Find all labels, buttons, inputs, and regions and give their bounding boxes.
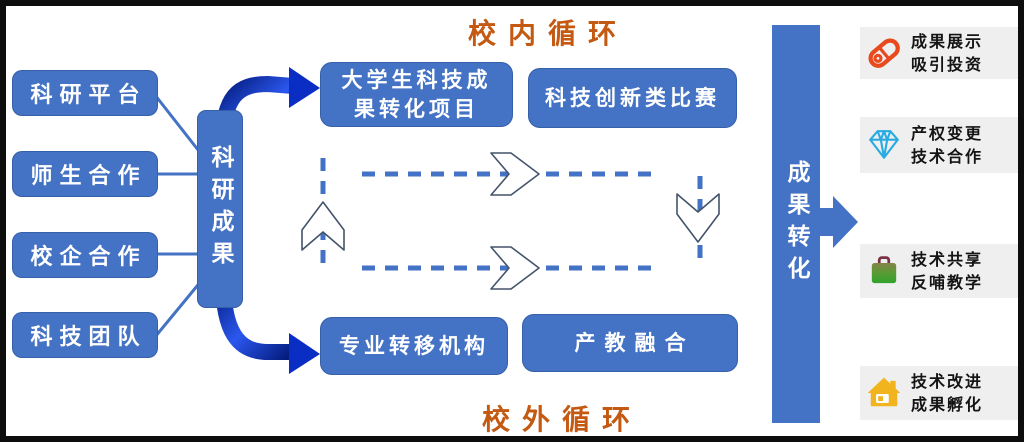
source-box-tech-team[interactable]: 科技团队 bbox=[12, 312, 158, 358]
outcome-label: 技术改进成果孵化 bbox=[911, 371, 984, 414]
source-box-teacher-student-cooperation[interactable]: 师生合作 bbox=[12, 151, 158, 197]
output-bar-label: 成果转化 bbox=[783, 160, 809, 288]
diamond-icon bbox=[866, 127, 902, 163]
output-bar-arrow bbox=[816, 196, 858, 248]
loop-chevron-down-right bbox=[676, 193, 720, 243]
house-icon bbox=[866, 375, 902, 411]
outcome-label: 技术共享反哺教学 bbox=[911, 249, 984, 292]
inner-box-label: 大学生科技成 果转化项目 bbox=[341, 68, 492, 121]
outcome-panel-tech-improvement-incubation[interactable]: 技术改进成果孵化 bbox=[860, 366, 1018, 420]
source-label: 科技团队 bbox=[30, 325, 147, 350]
source-connector-lines bbox=[153, 94, 204, 338]
loop-chevron-up-left bbox=[301, 201, 345, 251]
output-bar-achievement-transformation[interactable]: 成果转化 bbox=[772, 25, 820, 423]
outcome-panel-showcase-investment[interactable]: 成果展示吸引投资 bbox=[860, 27, 1018, 79]
source-label: 师生合作 bbox=[30, 164, 147, 189]
hub-label: 科研成果 bbox=[207, 145, 233, 273]
outer-box-label: 产教融合 bbox=[574, 330, 695, 355]
source-box-school-enterprise-cooperation[interactable]: 校企合作 bbox=[12, 232, 158, 278]
source-box-research-platform[interactable]: 科研平台 bbox=[12, 70, 158, 116]
outer-box-professional-transfer-agency[interactable]: 专业转移机构 bbox=[320, 317, 508, 375]
inner-loop-title: 校内循环 bbox=[468, 17, 629, 50]
pill-icon bbox=[866, 35, 902, 71]
loop-chevron-right-top bbox=[490, 152, 540, 196]
inner-box-student-achievement-transform-project[interactable]: 大学生科技成 果转化项目 bbox=[320, 62, 513, 127]
source-label: 校企合作 bbox=[30, 245, 147, 270]
outcome-panel-property-rights-cooperation[interactable]: 产权变更技术合作 bbox=[860, 117, 1018, 173]
hub-box-research-achievements[interactable]: 科研成果 bbox=[197, 110, 243, 308]
outer-box-label: 专业转移机构 bbox=[339, 333, 489, 358]
inner-box-label: 科技创新类比赛 bbox=[545, 85, 720, 110]
briefcase-icon bbox=[866, 253, 902, 289]
outcome-label: 产权变更技术合作 bbox=[911, 123, 984, 166]
outer-loop-title: 校外循环 bbox=[482, 403, 643, 436]
source-label: 科研平台 bbox=[30, 83, 147, 108]
outcome-label: 成果展示吸引投资 bbox=[911, 31, 984, 74]
outer-box-industry-education-integration[interactable]: 产教融合 bbox=[522, 314, 738, 372]
loop-chevron-right-bottom bbox=[490, 246, 540, 290]
outcome-panel-tech-sharing-teaching[interactable]: 技术共享反哺教学 bbox=[860, 244, 1018, 298]
inner-box-tech-innovation-competition[interactable]: 科技创新类比赛 bbox=[528, 68, 737, 128]
